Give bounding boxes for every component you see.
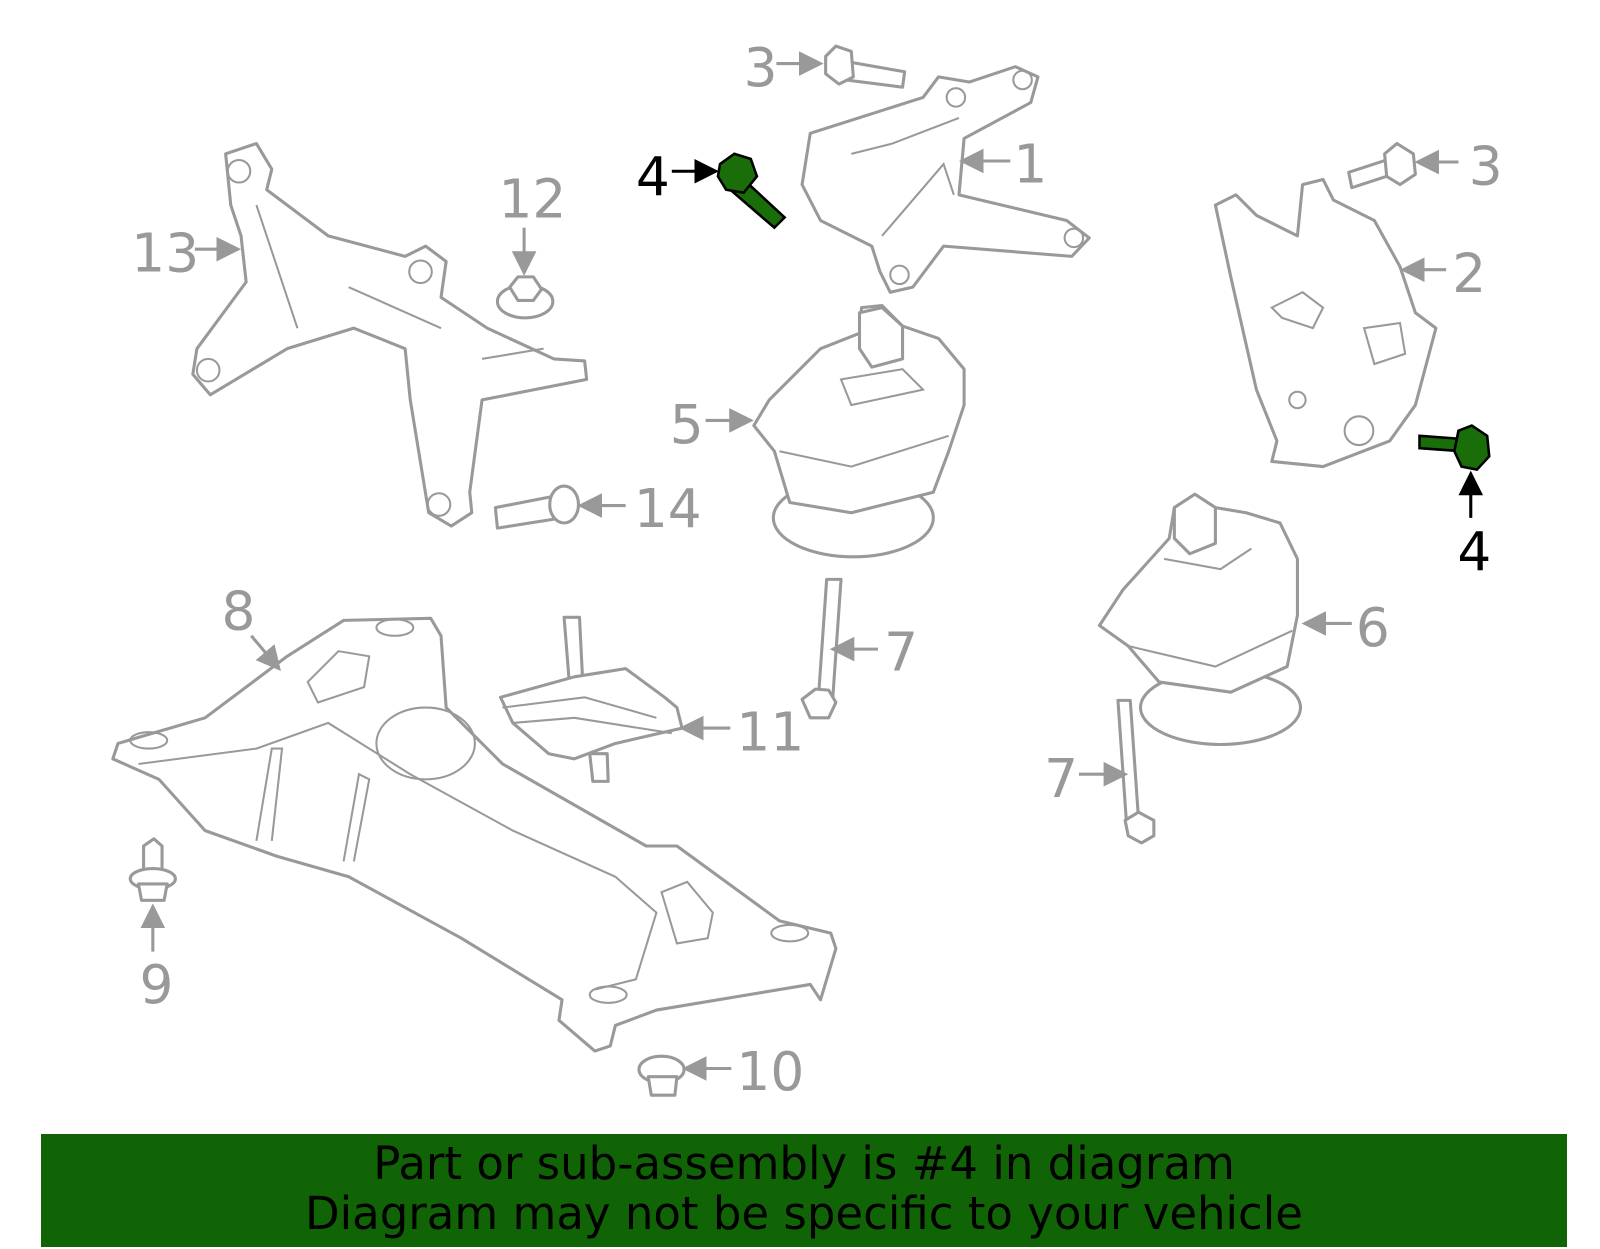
callout-4-upper: 4 [636,146,670,208]
part-12-nut[interactable] [495,275,555,320]
part-5-engine-mount[interactable] [752,304,966,559]
info-banner: Part or sub-assembly is #4 in diagram Di… [41,1134,1567,1247]
callout-5: 5 [670,394,704,456]
banner-line-1: Part or sub-assembly is #4 in diagram [373,1137,1235,1190]
callout-10: 10 [736,1041,804,1103]
part-4-bolt-highlighted[interactable] [716,152,787,230]
part-11-transmission-mount[interactable] [498,615,684,783]
part-9-bolt[interactable] [128,837,177,902]
part-14-bolt[interactable] [493,484,580,530]
callout-1: 1 [1013,134,1047,196]
callout-11: 11 [736,702,804,764]
part-1-bracket[interactable] [800,65,1091,294]
callout-3-upper: 3 [744,37,778,99]
callout-14: 14 [634,478,702,540]
callout-4-right: 4 [1457,521,1491,583]
callout-6: 6 [1356,597,1390,659]
part-3-bolt-upper[interactable] [824,44,907,89]
part-6-engine-mount[interactable] [1097,492,1303,747]
part-13-bracket[interactable] [191,142,589,528]
part-3-bolt-right[interactable] [1347,142,1417,190]
part-8-crossmember[interactable] [111,616,838,1053]
banner-line-2: Diagram may not be specific to your vehi… [305,1187,1303,1240]
part-4-bolt-highlighted-right[interactable] [1418,424,1491,472]
callout-7-upper: 7 [884,622,918,684]
callout-3-right: 3 [1469,136,1503,198]
callout-8: 8 [222,581,256,643]
callout-2: 2 [1452,243,1486,305]
callout-13: 13 [131,223,199,285]
part-7-bolt-lower[interactable] [1116,698,1156,845]
part-10-nut[interactable] [637,1054,686,1097]
part-2-bracket[interactable] [1213,177,1438,469]
callout-9: 9 [139,954,173,1016]
callout-12: 12 [498,168,566,230]
callout-7-lower: 7 [1044,748,1078,810]
